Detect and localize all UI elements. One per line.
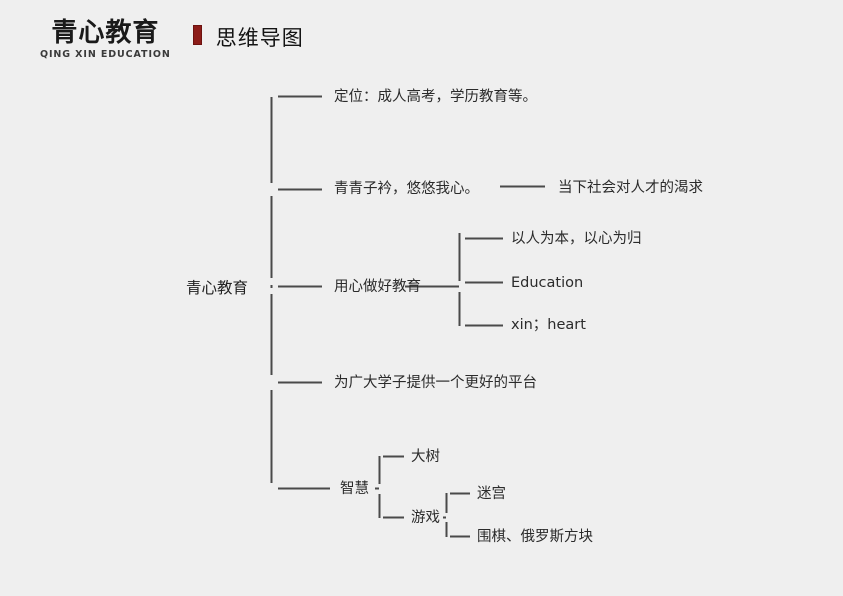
mindmap-node-branch-2[interactable]: 青青子衿，悠悠我心。 (334, 181, 479, 197)
page-title: 思维导图 (215, 26, 304, 50)
mindmap-node-branch-2-note[interactable]: 当下社会对人才的渴求 (558, 180, 703, 196)
brand-logo: 青心教育 QING XIN EDUCATION (40, 20, 171, 60)
mindmap-node-branch-3-child-1[interactable]: 以人为本，以心为归 (511, 231, 642, 247)
brand-name-en: QING XIN EDUCATION (40, 49, 171, 60)
mindmap-node-branch-5-child-1[interactable]: 大树 (411, 449, 440, 465)
mindmap-node-games-child-2[interactable]: 围棋、俄罗斯方块 (477, 529, 593, 545)
mindmap-node-branch-1[interactable]: 定位：成人高考，学历教育等。 (334, 89, 537, 105)
mindmap-root-node[interactable]: 青心教育 (186, 279, 249, 297)
page-header: 青心教育 QING XIN EDUCATION 思维导图 (40, 20, 304, 60)
mindmap-node-games-child-1[interactable]: 迷宫 (477, 486, 506, 502)
mindmap-node-branch-3-child-3[interactable]: xin；heart (511, 317, 586, 333)
mindmap-node-branch-4[interactable]: 为广大学子提供一个更好的平台 (334, 375, 537, 391)
mindmap-node-branch-5[interactable]: 智慧 (340, 481, 369, 497)
mindmap-node-branch-3[interactable]: 用心做好教育 (334, 279, 421, 295)
brand-name-cn: 青心教育 (51, 18, 160, 48)
mindmap-node-branch-3-child-2[interactable]: Education (511, 275, 584, 291)
title-marker-icon (192, 25, 202, 45)
mindmap-node-branch-5-child-2[interactable]: 游戏 (411, 510, 440, 526)
